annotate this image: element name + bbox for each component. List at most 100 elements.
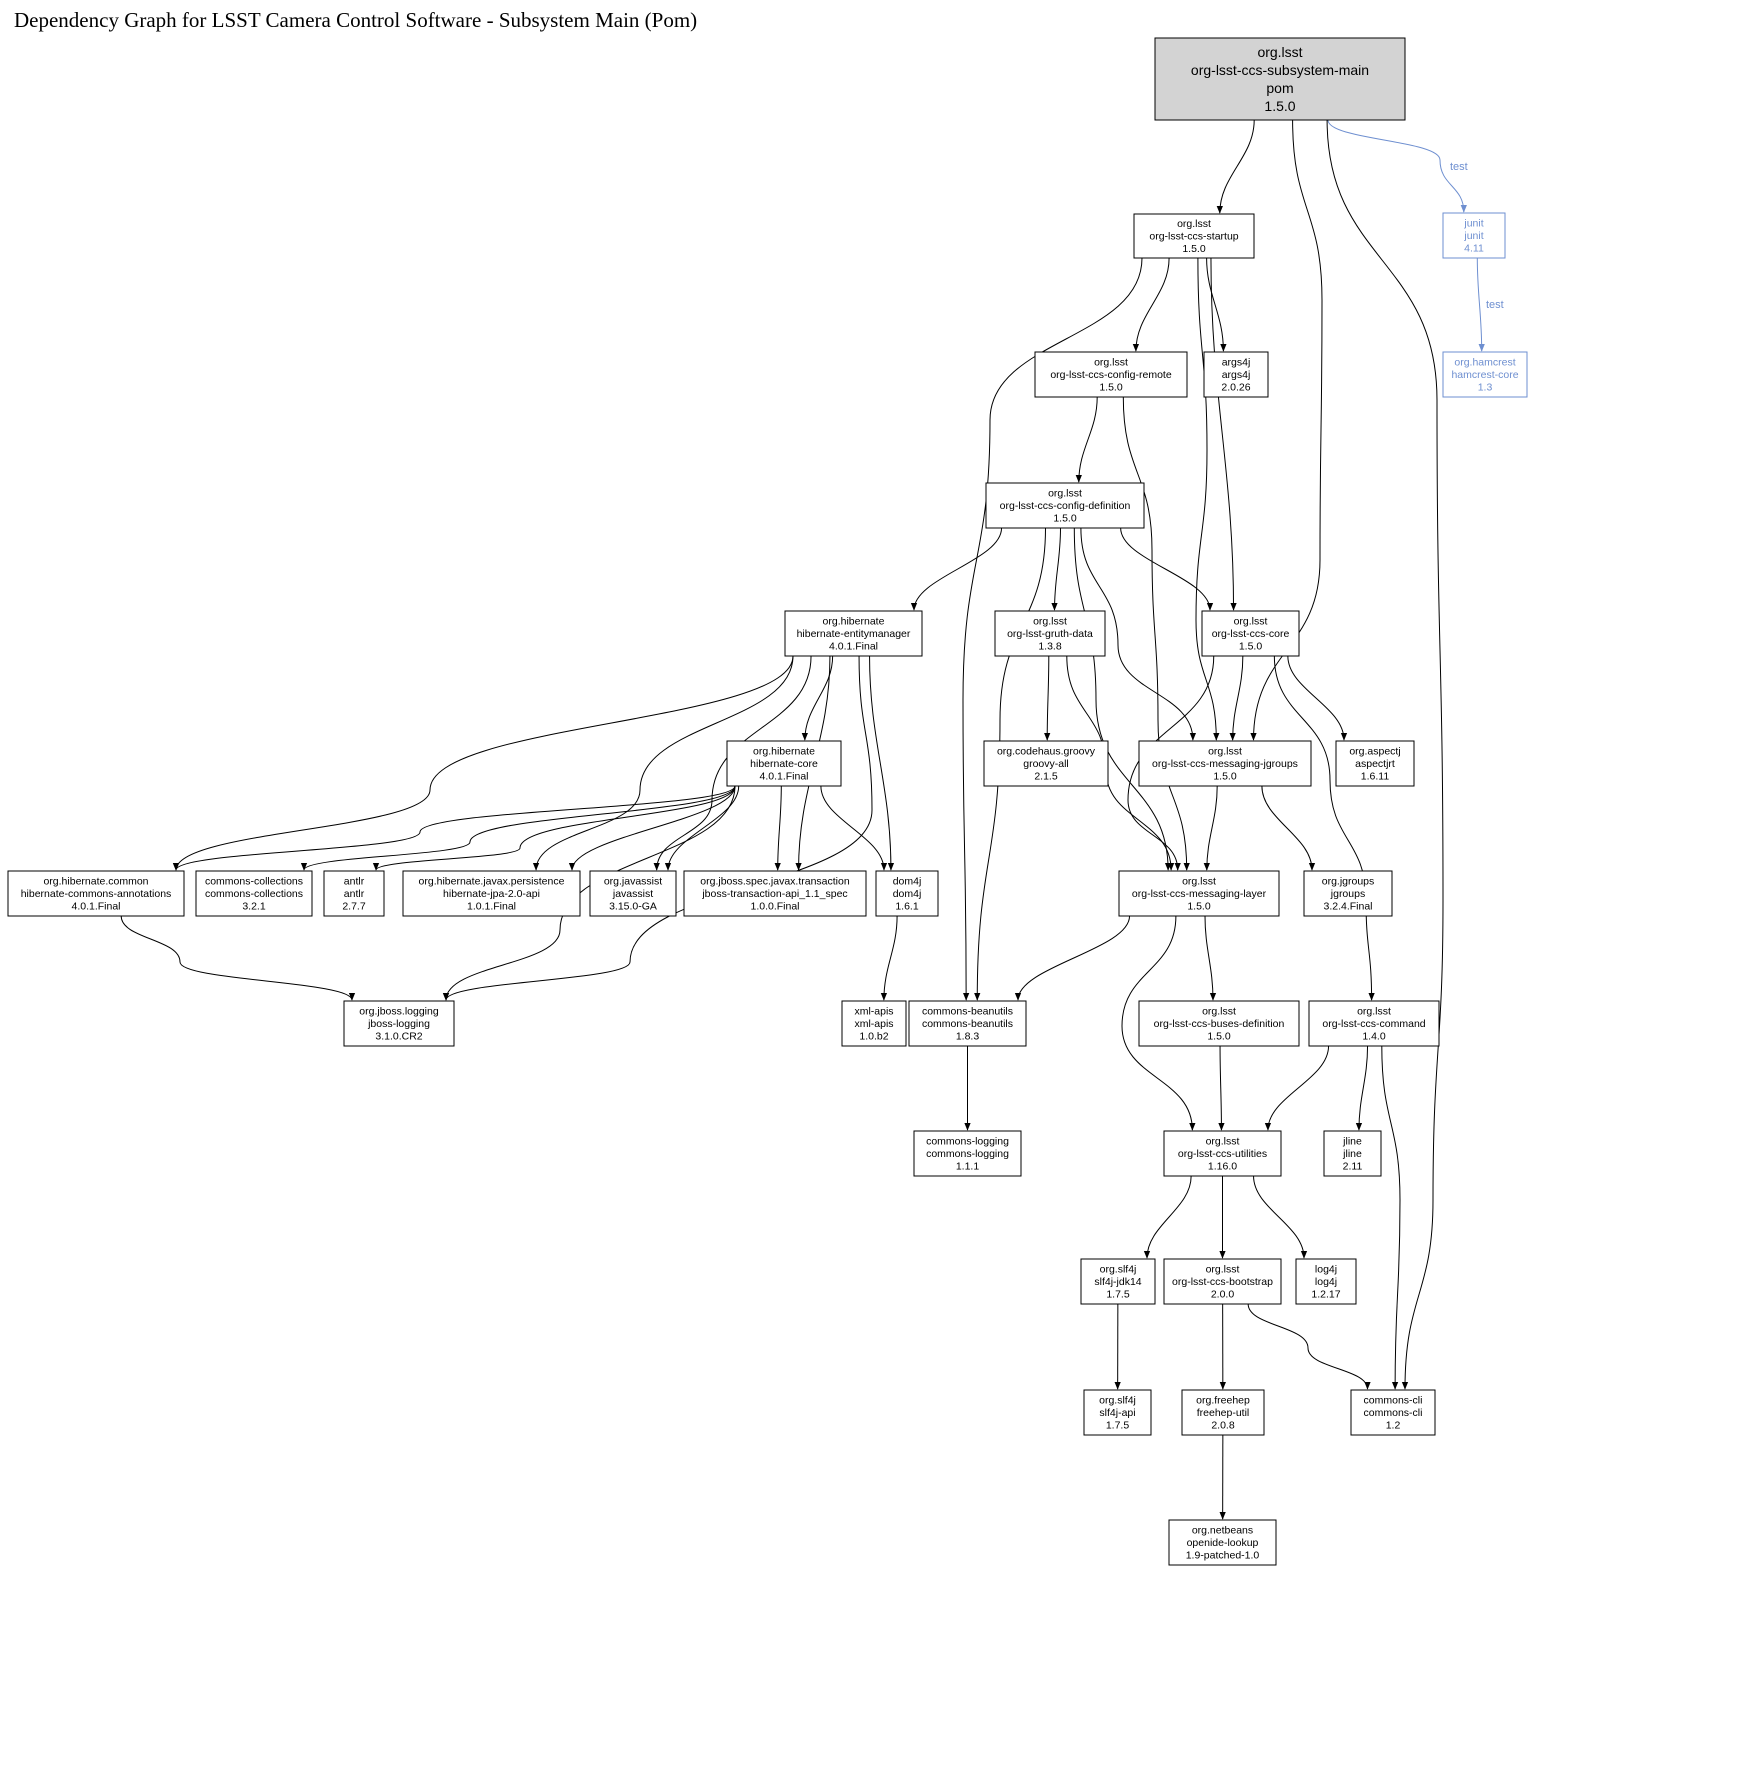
- node-label-jboss-transaction-api-2: 1.0.0.Final: [750, 901, 799, 913]
- node-box-startup: [1133, 213, 1255, 259]
- node-label-dom4j-1: dom4j: [893, 888, 922, 900]
- node-label-commons-logging-1: commons-logging: [926, 1148, 1009, 1160]
- node-commons-collections: commons-collectionscommons-collections3.…: [195, 870, 313, 917]
- node-label-aspectjrt-0: org.aspectj: [1349, 746, 1400, 758]
- node-box-config-remote: [1034, 351, 1188, 398]
- node-label-messaging-layer-0: org.lsst: [1182, 876, 1216, 888]
- node-box-ccs-utilities: [1163, 1130, 1282, 1177]
- edge-hibernate-entitymanager--hibernate-core: [801, 655, 834, 741]
- node-label-config-definition-0: org.lsst: [1048, 488, 1082, 500]
- node-label-commons-beanutils-2: 1.8.3: [956, 1031, 980, 1043]
- node-label-config-remote-1: org-lsst-ccs-config-remote: [1050, 369, 1172, 381]
- node-box-commons-logging: [913, 1130, 1022, 1177]
- edge-ccs-utilities--log4j: [1253, 1175, 1308, 1259]
- node-label-hibernate-core-1: hibernate-core: [750, 758, 818, 770]
- node-label-antlr-0: antlr: [344, 876, 365, 888]
- node-box-junit: [1442, 212, 1506, 259]
- node-label-commons-collections-2: 3.2.1: [242, 901, 266, 913]
- node-subsystem-main: org.lsstorg-lsst-ccs-subsystem-mainpom1.…: [1154, 37, 1406, 121]
- node-label-hibernate-core-2: 4.0.1.Final: [759, 771, 808, 783]
- node-label-xml-apis-0: xml-apis: [854, 1006, 893, 1018]
- node-label-freehep-util-2: 2.0.8: [1211, 1420, 1235, 1432]
- node-label-jgroups-2: 3.2.4.Final: [1323, 901, 1372, 913]
- node-label-subsystem-main-0: org.lsst: [1257, 44, 1302, 60]
- node-label-args4j-2: 2.0.26: [1221, 382, 1250, 394]
- node-label-hibernate-entitymanager-1: hibernate-entitymanager: [797, 628, 911, 640]
- node-label-ccs-utilities-1: org-lsst-ccs-utilities: [1178, 1148, 1267, 1160]
- node-label-aspectjrt-1: aspectjrt: [1355, 758, 1395, 770]
- node-label-javassist-1: javassist: [612, 888, 653, 900]
- node-label-jline-0: jline: [1342, 1136, 1362, 1148]
- node-label-commons-logging-0: commons-logging: [926, 1136, 1009, 1148]
- edge-config-definition--gruth-data: [1051, 527, 1061, 611]
- graph-title: Dependency Graph for LSST Camera Control…: [14, 8, 698, 32]
- node-label-bootstrap-1: org-lsst-ccs-bootstrap: [1172, 1276, 1273, 1288]
- node-box-buses-definition: [1138, 1000, 1300, 1047]
- node-label-bootstrap-2: 2.0.0: [1211, 1289, 1235, 1301]
- node-label-buses-definition-2: 1.5.0: [1207, 1031, 1231, 1043]
- edge-ccs-core--messaging-layer: [1127, 655, 1215, 871]
- edge-gruth-data--groovy-all: [1044, 655, 1051, 741]
- node-box-config-definition: [985, 482, 1145, 529]
- node-label-config-definition-1: org-lsst-ccs-config-definition: [1000, 500, 1131, 512]
- node-hibernate-commons-annotations: org.hibernate.commonhibernate-commons-an…: [7, 870, 185, 917]
- node-label-groovy-all-1: groovy-all: [1023, 758, 1069, 770]
- edge-ccs-core--aspectjrt: [1287, 655, 1348, 741]
- edge-config-definition--messaging-layer: [1073, 527, 1172, 871]
- node-label-config-definition-2: 1.5.0: [1053, 513, 1077, 525]
- node-label-config-remote-0: org.lsst: [1094, 357, 1128, 369]
- node-box-bootstrap: [1163, 1258, 1282, 1305]
- node-label-junit-0: junit: [1463, 218, 1483, 230]
- edge-hibernate-core--antlr: [372, 785, 736, 871]
- node-box-slf4j-api: [1083, 1389, 1152, 1436]
- edge-ccs-core--messaging-jgroups: [1229, 655, 1244, 741]
- edge-config-definition--ccs-core: [1120, 527, 1214, 611]
- node-label-slf4j-jdk14-2: 1.7.5: [1106, 1289, 1130, 1301]
- node-label-freehep-util-0: org.freehep: [1196, 1395, 1250, 1407]
- node-label-javassist-2: 3.15.0-GA: [609, 901, 657, 913]
- node-config-definition: org.lsstorg-lsst-ccs-config-definition1.…: [985, 482, 1145, 529]
- node-label-buses-definition-0: org.lsst: [1202, 1006, 1236, 1018]
- edge-label-subsystem-main--junit: test: [1450, 161, 1468, 173]
- node-label-javassist-0: org.javassist: [604, 876, 662, 888]
- node-label-hamcrest-core-0: org.hamcrest: [1454, 357, 1515, 369]
- node-box-log4j: [1295, 1258, 1357, 1305]
- node-label-ccs-command-1: org-lsst-ccs-command: [1322, 1018, 1425, 1030]
- edge-subsystem-main--startup: [1216, 119, 1255, 214]
- node-label-ccs-command-0: org.lsst: [1357, 1006, 1391, 1018]
- node-box-subsystem-main: [1154, 37, 1406, 121]
- node-box-jgroups: [1303, 870, 1393, 917]
- edge-hibernate-entitymanager--dom4j: [869, 655, 895, 871]
- node-label-dom4j-2: 1.6.1: [895, 901, 919, 913]
- node-label-hibernate-commons-annotations-0: org.hibernate.common: [43, 876, 148, 888]
- node-label-gruth-data-1: org-lsst-gruth-data: [1007, 628, 1093, 640]
- node-label-ccs-utilities-0: org.lsst: [1206, 1136, 1240, 1148]
- edge-bootstrap--commons-cli: [1247, 1303, 1371, 1390]
- node-label-hibernate-entitymanager-0: org.hibernate: [823, 616, 885, 628]
- edge-hibernate-core--javassist: [664, 785, 740, 871]
- node-label-messaging-layer-2: 1.5.0: [1187, 901, 1211, 913]
- node-label-startup-2: 1.5.0: [1182, 243, 1206, 255]
- node-label-log4j-0: log4j: [1315, 1264, 1337, 1276]
- node-box-dom4j: [875, 870, 939, 917]
- node-buses-definition: org.lsstorg-lsst-ccs-buses-definition1.5…: [1138, 1000, 1300, 1047]
- node-messaging-layer: org.lsstorg-lsst-ccs-messaging-layer1.5.…: [1118, 870, 1280, 917]
- node-hibernate-entitymanager: org.hibernatehibernate-entitymanager4.0.…: [784, 610, 923, 657]
- node-label-xml-apis-1: xml-apis: [854, 1018, 893, 1030]
- node-box-commons-beanutils: [908, 1000, 1027, 1047]
- edge-hibernate-entitymanager--jboss-logging: [442, 655, 873, 1001]
- node-label-messaging-layer-1: org-lsst-ccs-messaging-layer: [1132, 888, 1267, 900]
- node-label-bootstrap-0: org.lsst: [1206, 1264, 1240, 1276]
- edge-config-definition--hibernate-entitymanager: [910, 527, 1003, 611]
- edge-messaging-layer--commons-beanutils: [1014, 915, 1131, 1001]
- node-label-ccs-core-0: org.lsst: [1234, 616, 1268, 628]
- edge-dom4j--xml-apis: [880, 915, 898, 1001]
- node-box-xml-apis: [841, 1000, 907, 1047]
- node-label-args4j-0: args4j: [1222, 357, 1251, 369]
